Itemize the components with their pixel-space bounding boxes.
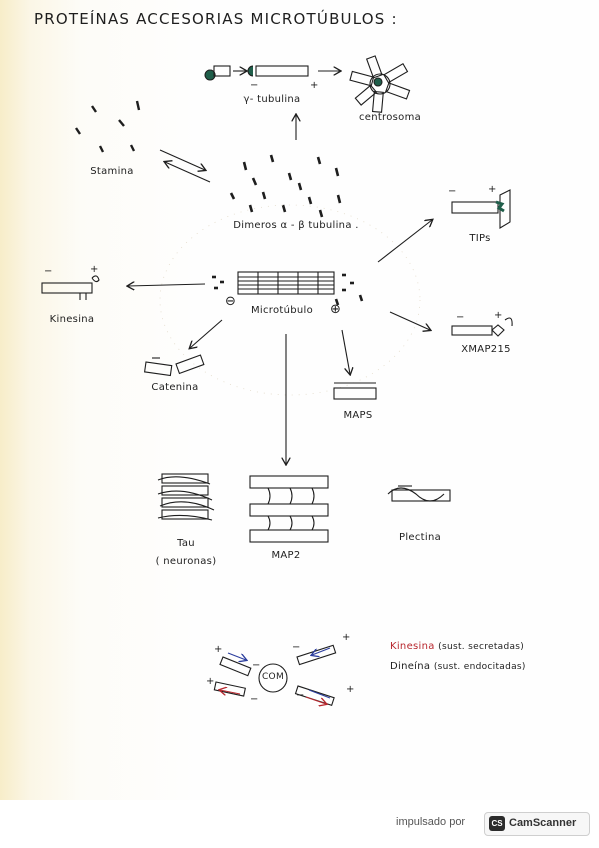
camscanner-badge[interactable]: CS CamScanner <box>484 812 590 836</box>
map2-shape <box>249 475 329 543</box>
com-plus-tl: + <box>214 644 223 655</box>
microtubule-plus-end: ⊕ <box>330 302 342 317</box>
label-microtubule: Microtúbulo <box>250 305 314 316</box>
xmap-minus-sign: − <box>456 312 465 323</box>
label-catenin: Catenina <box>151 382 199 393</box>
label-tau: Tau <box>177 538 195 549</box>
catenin-shape <box>143 354 205 377</box>
label-kinesin: Kinesina <box>49 314 95 325</box>
com-plus-tr: + <box>342 632 351 643</box>
tips-minus-sign: − <box>448 186 457 197</box>
maps-shape <box>333 382 377 400</box>
label-stamina: Stamina <box>90 166 134 177</box>
label-gamma-tubulin: γ- tubulina <box>243 94 301 105</box>
gamma-plus-sign: + <box>310 80 319 91</box>
com-minus-tl: − <box>252 660 261 671</box>
legend-kinesin: Kinesina (sust. secretadas) <box>390 641 524 652</box>
tubulin-dimers <box>229 154 342 218</box>
label-dimers: Dimeros α - β tubulina . <box>233 220 359 231</box>
legend-kinesin-note: (sust. secretadas) <box>438 642 525 652</box>
stamina-fragments <box>75 100 141 153</box>
legend-kinesin-word: Kinesina <box>390 641 435 652</box>
camscanner-logo-icon: CS <box>489 816 505 831</box>
gamma-tubulin-tube <box>255 65 309 77</box>
label-plectin: Plectina <box>398 532 442 543</box>
label-com: COM <box>261 672 285 682</box>
label-xmap215: XMAP215 <box>461 344 511 355</box>
tau-shape <box>157 473 215 521</box>
com-minus-tr: − <box>292 642 301 653</box>
plectin-shape <box>387 485 451 502</box>
com-minus-br: − <box>296 690 305 701</box>
com-transport <box>213 644 337 705</box>
label-tips: TIPs <box>469 233 491 244</box>
legend-dynein-note: (sust. endocitadas) <box>433 662 526 672</box>
com-plus-bl: + <box>206 676 215 687</box>
label-map2: MAP2 <box>271 550 301 561</box>
gamma-minus-sign: − <box>250 80 259 91</box>
centrosome-shape <box>349 55 411 113</box>
gamma-tubulin-cap <box>247 65 254 77</box>
kinesin-plus-sign: + <box>90 264 99 275</box>
central-microtubule <box>237 271 335 295</box>
tips-shape <box>451 189 511 229</box>
microtubule-diagram <box>41 55 513 800</box>
camscanner-brand: CamScanner <box>509 817 577 829</box>
xmap215-shape <box>451 317 513 337</box>
microtubule-minus-end: ⊖ <box>225 294 237 309</box>
powered-by-text: impulsado por <box>396 816 466 828</box>
legend-dynein: Dineína (sust. endocitadas) <box>390 661 526 672</box>
gamma-tubulin-small-tube <box>213 65 231 77</box>
legend-dynein-word: Dineína <box>390 661 431 672</box>
page-title: PROTEÍNAS ACCESORIAS MICROTÚBULOS : <box>34 10 398 28</box>
kinesin-minus-sign: − <box>44 266 53 277</box>
label-centrosome: centrosoma <box>358 112 422 123</box>
tips-plus-sign: + <box>488 184 497 195</box>
label-tau-note: ( neuronas) <box>155 556 217 567</box>
notebook-page <box>0 0 599 800</box>
com-minus-bl: − <box>250 694 259 705</box>
com-plus-br: + <box>346 684 355 695</box>
xmap-plus-sign: + <box>494 310 503 321</box>
kinesin-shape <box>41 275 100 300</box>
label-maps: MAPS <box>343 410 373 421</box>
